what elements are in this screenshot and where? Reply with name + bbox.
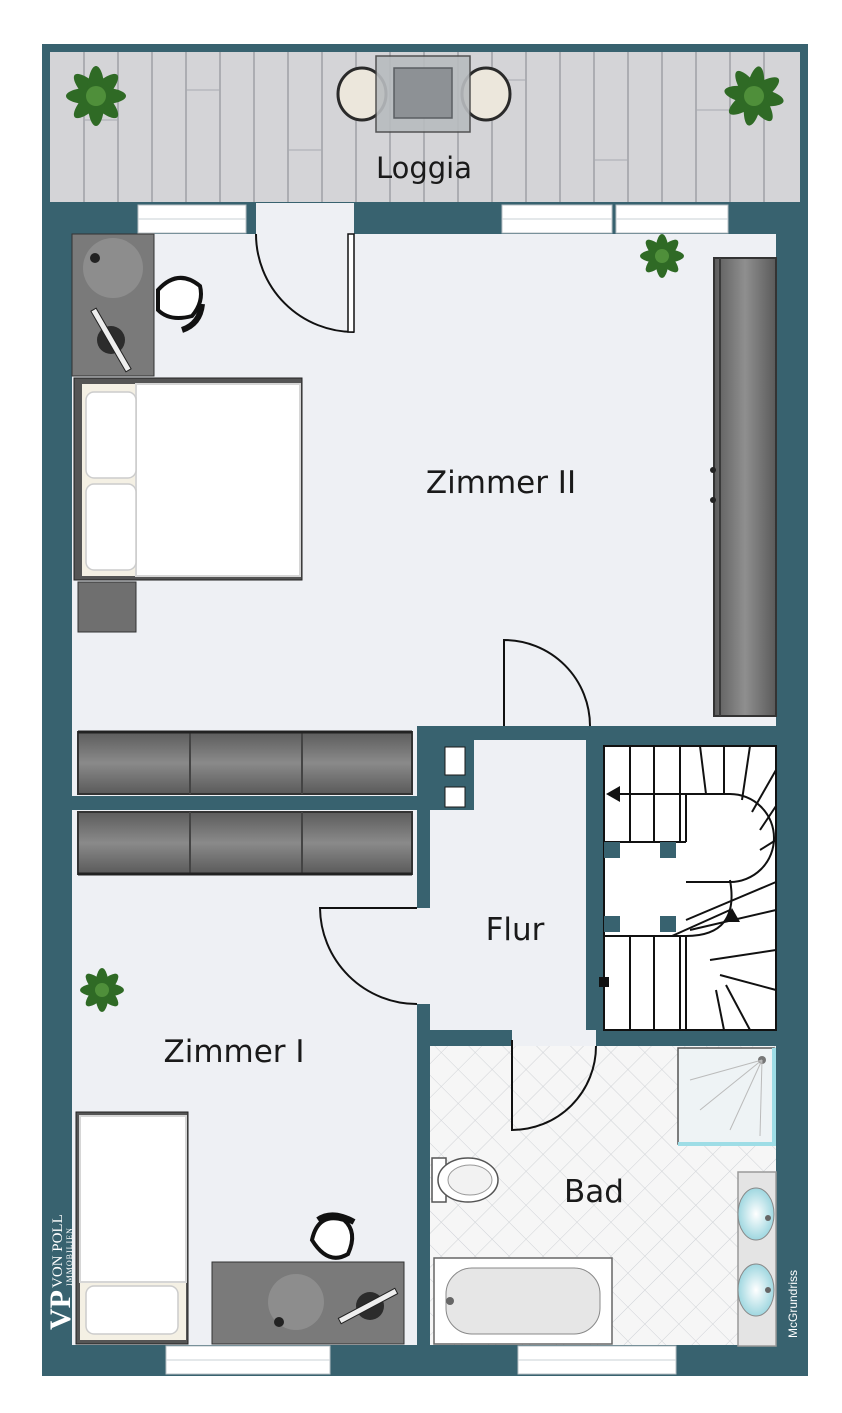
- loggia-door-swing: [255, 233, 355, 333]
- plant-icon: [80, 968, 124, 1012]
- plant-icon: [640, 234, 684, 278]
- svg-text:VON POLL: VON POLL: [50, 1214, 66, 1288]
- wardrobe-zimmer2: [77, 730, 413, 795]
- double-bed: [73, 377, 303, 633]
- mcgrundriss-credit: McGrundriss: [786, 1270, 800, 1338]
- wardrobe-zimmer1: [77, 811, 413, 876]
- svg-text:VP: VP: [44, 1290, 77, 1330]
- single-bed: [75, 1111, 189, 1345]
- room-label-bad: Bad: [564, 1174, 624, 1210]
- vonpoll-logo: VP VON POLL IMMOBILIEN: [44, 1214, 77, 1330]
- door-zimmer1: [318, 907, 418, 1005]
- door-bad: [511, 1040, 597, 1132]
- desk-zimmer1: [211, 1212, 405, 1345]
- interior-walls: [72, 726, 776, 1346]
- room-label-flur: Flur: [486, 912, 545, 948]
- stair-arrow-icon: [606, 786, 620, 802]
- desk-zimmer2: [71, 233, 205, 377]
- stair-posts: [604, 842, 676, 932]
- plant-icon: [66, 66, 126, 126]
- shaft-opening: [444, 746, 466, 776]
- loggia-table-set: [336, 55, 512, 133]
- room-label-zimmer1: Zimmer I: [163, 1034, 304, 1070]
- double-sink: [737, 1171, 777, 1347]
- bathtub: [433, 1257, 613, 1345]
- room-label-loggia: Loggia: [376, 151, 472, 185]
- shaft-opening: [444, 786, 466, 808]
- shower: [677, 1047, 776, 1146]
- toilet: [431, 1157, 499, 1203]
- door-zimmer2: [503, 638, 591, 727]
- svg-text:IMMOBILIEN: IMMOBILIEN: [65, 1227, 74, 1286]
- staircase: [603, 745, 777, 1031]
- loggia-door: [347, 233, 355, 333]
- room-label-zimmer2: Zimmer II: [426, 465, 576, 501]
- loggia-door-opening: [256, 203, 354, 234]
- plant-icon: [724, 66, 784, 126]
- stair-arrow-icon: [724, 908, 740, 922]
- wardrobe-vertical: [710, 257, 777, 717]
